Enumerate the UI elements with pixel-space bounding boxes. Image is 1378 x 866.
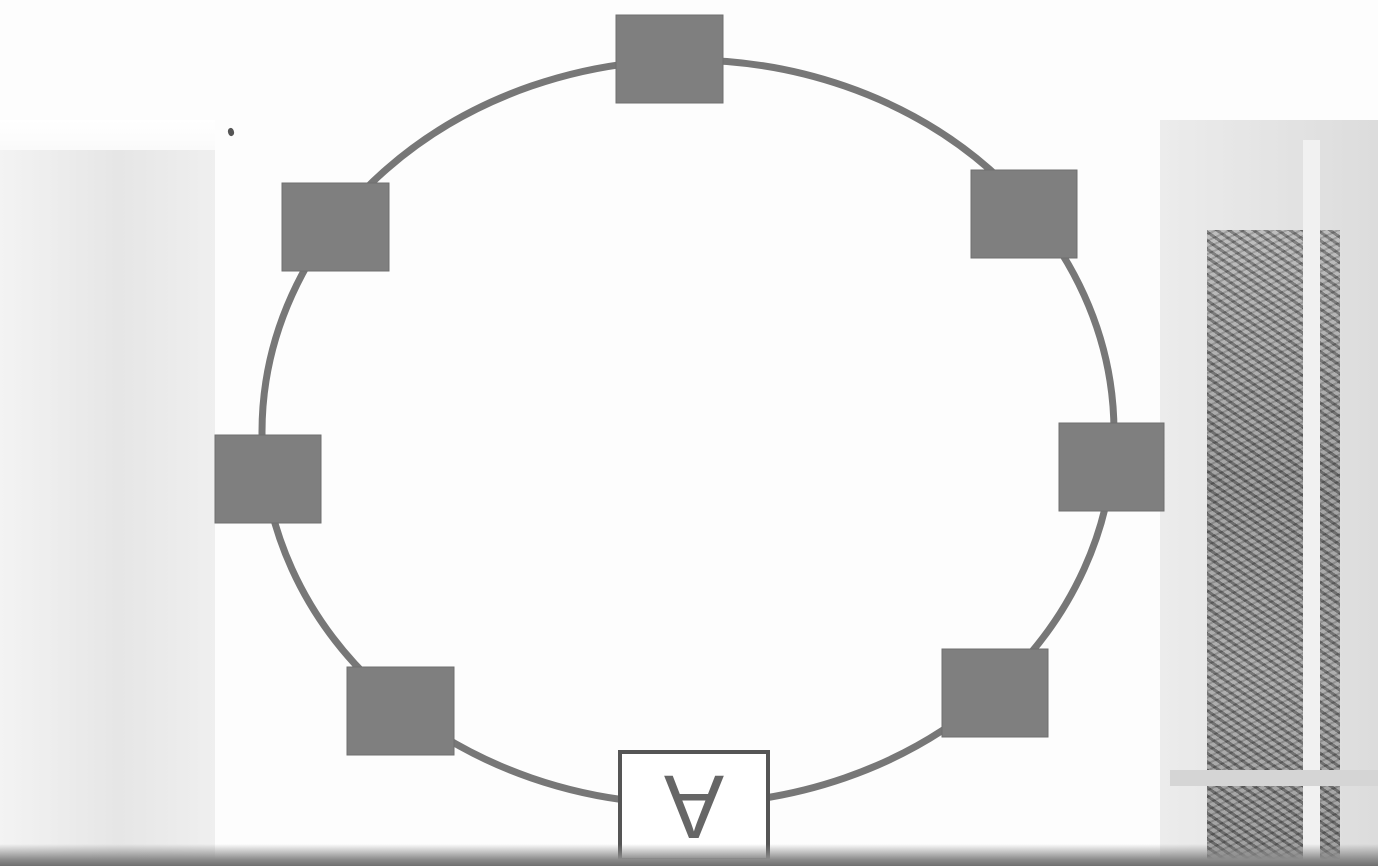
ring-node-upper-right xyxy=(971,170,1077,258)
ring-node-right xyxy=(1059,423,1164,511)
ring-node-lower-right xyxy=(942,649,1048,737)
ring-node-left xyxy=(215,435,321,523)
ring-node-lower-left xyxy=(347,667,454,755)
page-bottom-edge xyxy=(0,844,1378,866)
ring-node-upper-left xyxy=(282,183,389,271)
ring-node-top xyxy=(616,15,723,103)
node-a-label: A xyxy=(664,756,724,856)
